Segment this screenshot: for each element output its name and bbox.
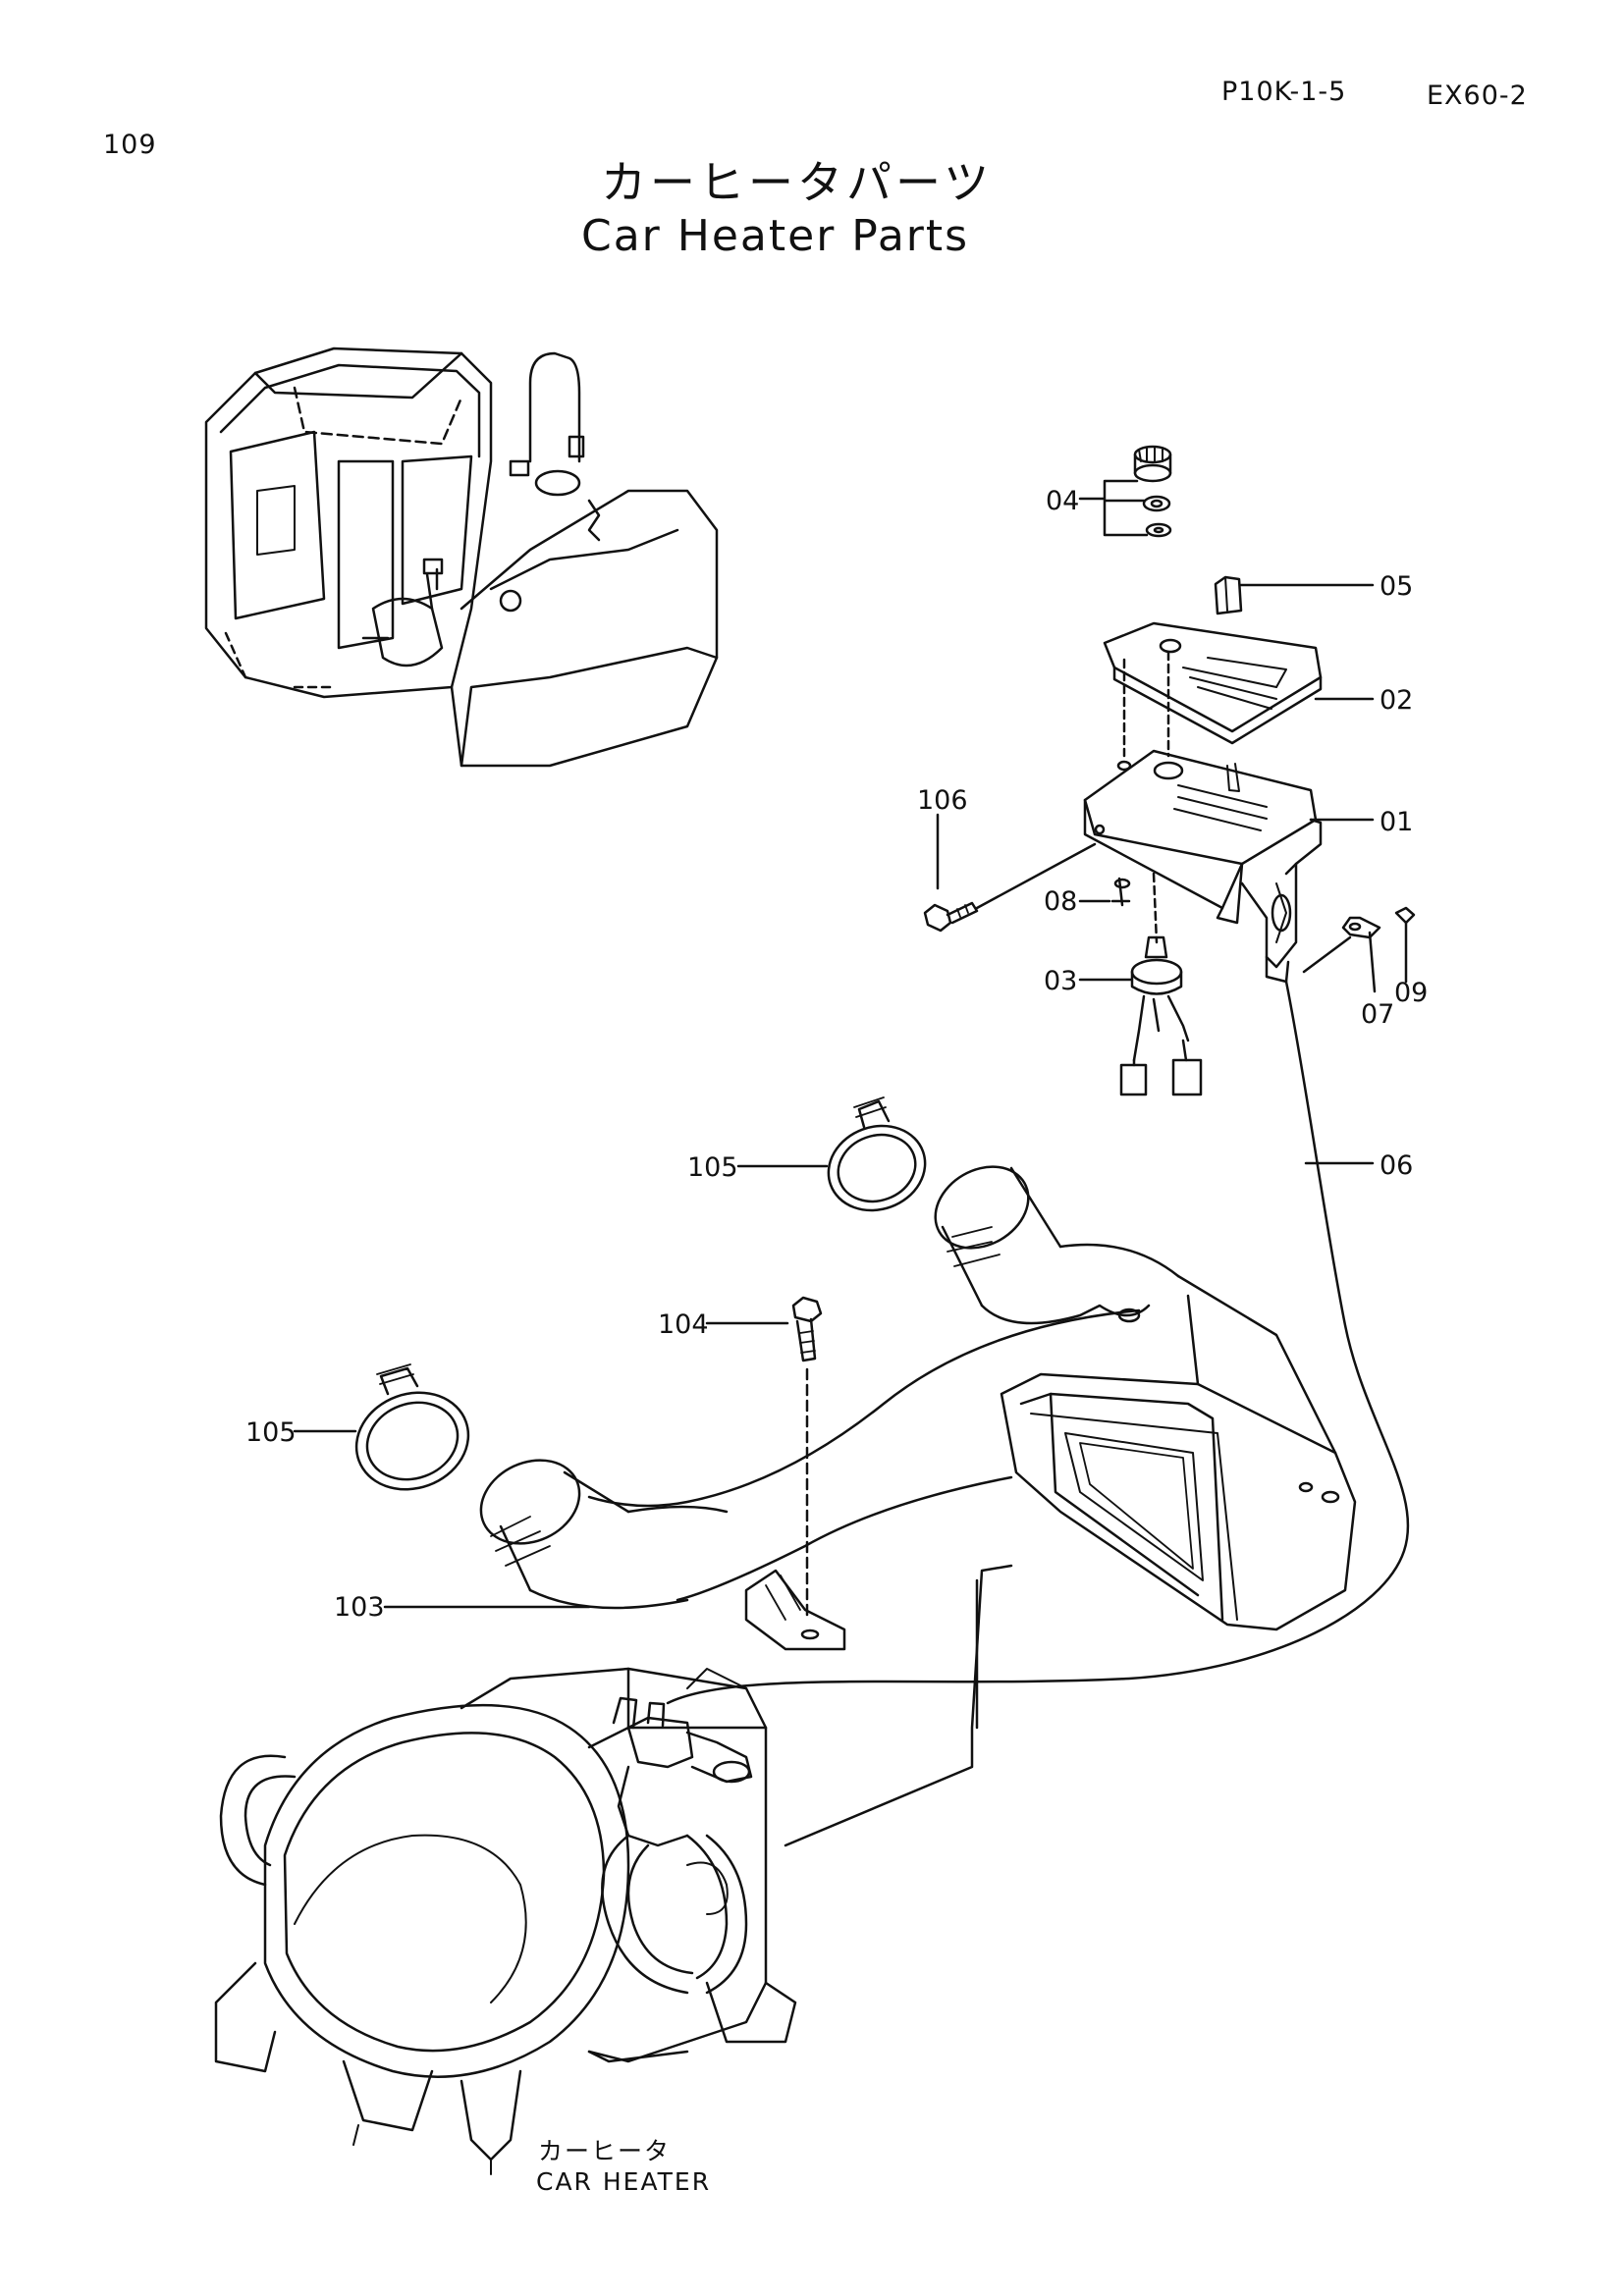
callout-label: 08 [1044,886,1078,917]
mounting-bracket-01 [1083,749,1375,984]
callout-label: 105 [687,1152,738,1183]
callout-label: 06 [1380,1150,1414,1181]
callout-label: 04 [1046,486,1080,516]
cover-plate-02 [1103,621,1375,758]
knob-and-washers-04 [1078,445,1172,538]
air-duct-103 [383,1165,1357,1651]
callout-label: 03 [1044,966,1078,996]
part-code: P10K-1-5 [1221,77,1347,107]
machine-overview-illustration [204,347,719,768]
bolt-104 [705,1296,823,1622]
page-number: 109 [103,130,157,160]
callout-label: 02 [1380,685,1414,716]
hose-clamp-105-upper [736,1096,927,1212]
callout-label: 09 [1394,978,1429,1008]
hose-clamp-105-lower [293,1363,470,1491]
control-cable-06 [666,980,1410,1705]
title-english: Car Heater Parts [581,211,970,261]
callout-label: 01 [1380,807,1414,837]
title-japanese: カーヒータパーツ [601,156,994,209]
heater-label-english: CAR HEATER [536,2167,712,2196]
callout-label: 05 [1380,571,1414,602]
lever-knob-05 [1214,575,1375,615]
bolt-106 [923,813,1097,933]
clip-07-and-screw-09 [1302,906,1416,993]
callout-label: 105 [245,1417,297,1448]
callout-label: 106 [917,785,968,816]
callout-label: 103 [334,1592,385,1623]
duct-to-heater-leader [784,1564,1013,1847]
car-heater-unit [214,1667,797,2175]
callout-label: 104 [658,1309,709,1340]
model-code: EX60-2 [1427,80,1528,111]
screw-08 [1078,877,1131,907]
switch-03 [1078,872,1203,1096]
callout-label: 07 [1361,999,1395,1030]
heater-label-japanese: カーヒータ [538,2137,672,2165]
